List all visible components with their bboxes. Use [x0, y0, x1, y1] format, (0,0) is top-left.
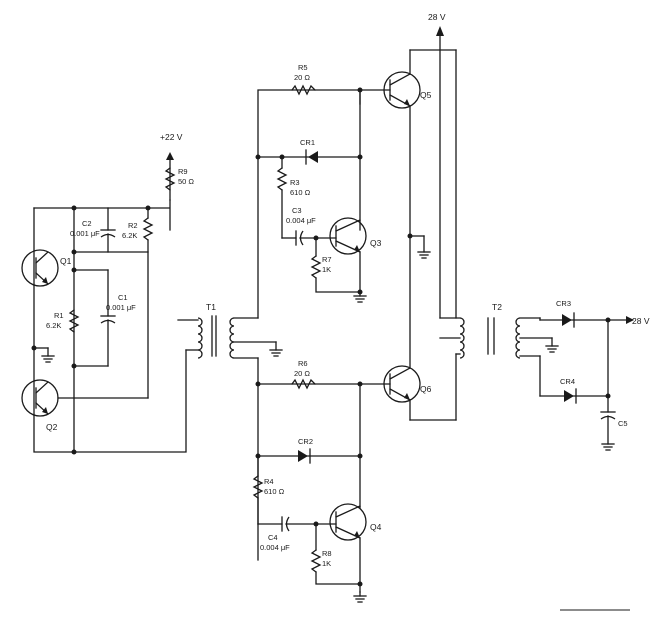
- q4-transistor: [329, 503, 367, 541]
- t1-label: T1: [206, 302, 216, 312]
- c2-value: 0.001 μF: [70, 229, 100, 238]
- q6-transistor: [383, 365, 421, 403]
- r1-value: 6.2K: [46, 321, 61, 330]
- c4-value: 0.004 μF: [260, 543, 290, 552]
- q5-label: Q5: [420, 90, 432, 100]
- r2-value: 6.2K: [122, 231, 137, 240]
- cr3-diode: [562, 314, 572, 326]
- q6-label: Q6: [420, 384, 432, 394]
- q2-label: Q2: [46, 422, 58, 432]
- cr2-diode: [298, 450, 308, 462]
- c1-value: 0.001 μF: [106, 303, 136, 312]
- r3-resistor: [276, 167, 288, 191]
- q5-transistor: [383, 71, 421, 109]
- r2-resistor: [142, 217, 154, 241]
- q3-label: Q3: [370, 238, 382, 248]
- r5-resistor: [291, 84, 316, 96]
- v22-label: +22 V: [160, 132, 183, 142]
- r8-value: 1K: [322, 559, 331, 568]
- r3-label: R3: [290, 178, 300, 187]
- r2-label: R2: [128, 221, 138, 230]
- r5-label: R5: [298, 63, 308, 72]
- r7-value: 1K: [322, 265, 331, 274]
- q2-transistor: [21, 379, 59, 417]
- c1-label: C1: [118, 293, 128, 302]
- oscillator-section: [21, 152, 187, 455]
- r1-label: R1: [54, 311, 64, 320]
- r3-value: 610 Ω: [290, 188, 311, 197]
- cr4-diode: [564, 390, 574, 402]
- upper-driver: [255, 49, 421, 319]
- r6-value: 20 Ω: [294, 369, 310, 378]
- t2-output: [409, 26, 634, 451]
- r5-value: 20 Ω: [294, 73, 310, 82]
- t2-label: T2: [492, 302, 502, 312]
- r1-resistor: [68, 309, 80, 333]
- q1-label: Q1: [60, 256, 72, 266]
- v28-out-label: 28 V: [632, 316, 650, 326]
- c5-label: C5: [618, 419, 628, 428]
- r8-resistor: [310, 549, 322, 573]
- r8-label: R8: [322, 549, 332, 558]
- v28-top-label: 28 V: [428, 12, 446, 22]
- cr1-diode: [308, 151, 318, 163]
- c2-label: C2: [82, 219, 92, 228]
- r7-resistor: [310, 255, 322, 279]
- r4-value: 610 Ω: [264, 487, 285, 496]
- cr2-label: CR2: [298, 437, 313, 446]
- lower-driver: [252, 235, 421, 603]
- osc-left-bus: [33, 207, 187, 453]
- cr1-label: CR1: [300, 138, 315, 147]
- r6-label: R6: [298, 359, 308, 368]
- r6-resistor: [291, 378, 316, 390]
- t1-transformer: [177, 315, 283, 359]
- r9-value: 50 Ω: [178, 177, 194, 186]
- cr3-label: CR3: [556, 299, 571, 308]
- osc-top-bus: [33, 199, 171, 231]
- q3-transistor: [329, 217, 367, 255]
- r4-resistor: [252, 475, 264, 499]
- q1-transistor: [21, 249, 59, 287]
- c3-value: 0.004 μF: [286, 216, 316, 225]
- r4-label: R4: [264, 477, 274, 486]
- c3-label: C3: [292, 206, 302, 215]
- r9-label: R9: [178, 167, 188, 176]
- c4-label: C4: [268, 533, 278, 542]
- r7-label: R7: [322, 255, 332, 264]
- cr4-label: CR4: [560, 377, 575, 386]
- r9-resistor: [164, 167, 176, 191]
- q4-label: Q4: [370, 522, 382, 532]
